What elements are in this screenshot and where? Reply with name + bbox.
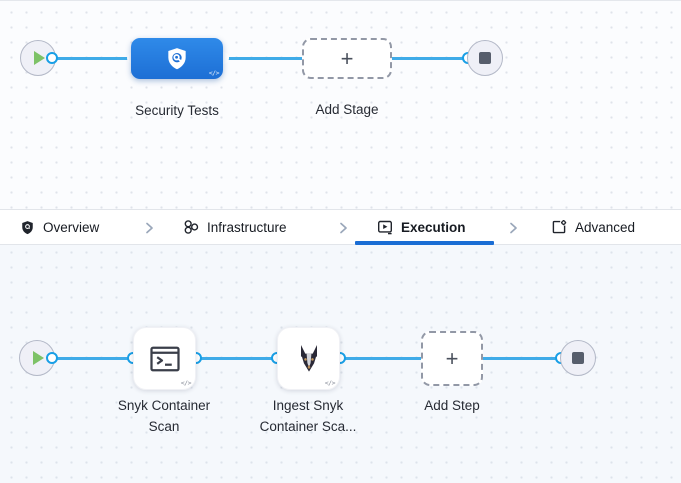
add-stage-button[interactable]: + — [302, 38, 392, 79]
step-label: Ingest Snyk Container Sca... — [259, 398, 357, 434]
tab-execution[interactable]: Execution — [377, 210, 466, 244]
chevron-right-icon — [510, 222, 517, 234]
steps-end-node — [560, 340, 596, 376]
execution-icon — [378, 220, 393, 235]
tab-label: Execution — [401, 219, 466, 235]
step-node-snyk-container-scan[interactable]: </> — [133, 327, 196, 390]
active-tab-underline — [355, 241, 494, 245]
connector-dot[interactable] — [46, 352, 58, 364]
snyk-dog-icon — [300, 344, 317, 372]
tab-advanced[interactable]: Advanced — [551, 210, 635, 244]
plus-icon: + — [445, 345, 459, 371]
play-icon — [34, 51, 45, 65]
stage-flow-line — [52, 57, 468, 60]
stop-icon — [479, 52, 491, 64]
add-stage-label: Add Stage — [315, 102, 379, 117]
plus-icon: + — [340, 45, 354, 71]
add-step-label: Add Step — [424, 398, 480, 413]
stage-label: Security Tests — [135, 103, 219, 118]
connector-dot[interactable] — [46, 52, 58, 64]
step-node-ingest-snyk[interactable]: </> — [277, 327, 340, 390]
chevron-right-icon — [340, 222, 347, 234]
tab-label: Infrastructure — [207, 219, 287, 235]
stage-node-security-tests[interactable]: </> — [131, 38, 223, 79]
infrastructure-icon — [184, 220, 199, 234]
chevron-right-icon — [146, 222, 153, 234]
tab-label: Overview — [43, 219, 100, 235]
code-badge: </> — [180, 379, 192, 387]
step-label: Snyk Container Scan — [117, 398, 211, 434]
pipeline-end-node — [467, 40, 503, 76]
tab-label: Advanced — [575, 219, 636, 235]
add-step-button[interactable]: + — [421, 331, 483, 386]
play-icon — [33, 351, 44, 365]
advanced-icon — [552, 220, 567, 234]
tab-overview[interactable]: Overview — [20, 210, 99, 244]
code-badge: </> — [324, 379, 336, 387]
security-shield-icon — [168, 47, 186, 69]
code-badge: </> — [208, 69, 220, 77]
terminal-icon — [149, 346, 180, 371]
stop-icon — [572, 352, 584, 364]
stage-config-tab-bar: Overview Infrastructure Execution — [0, 209, 681, 245]
shield-icon — [22, 220, 33, 234]
tab-infrastructure[interactable]: Infrastructure — [183, 210, 287, 244]
